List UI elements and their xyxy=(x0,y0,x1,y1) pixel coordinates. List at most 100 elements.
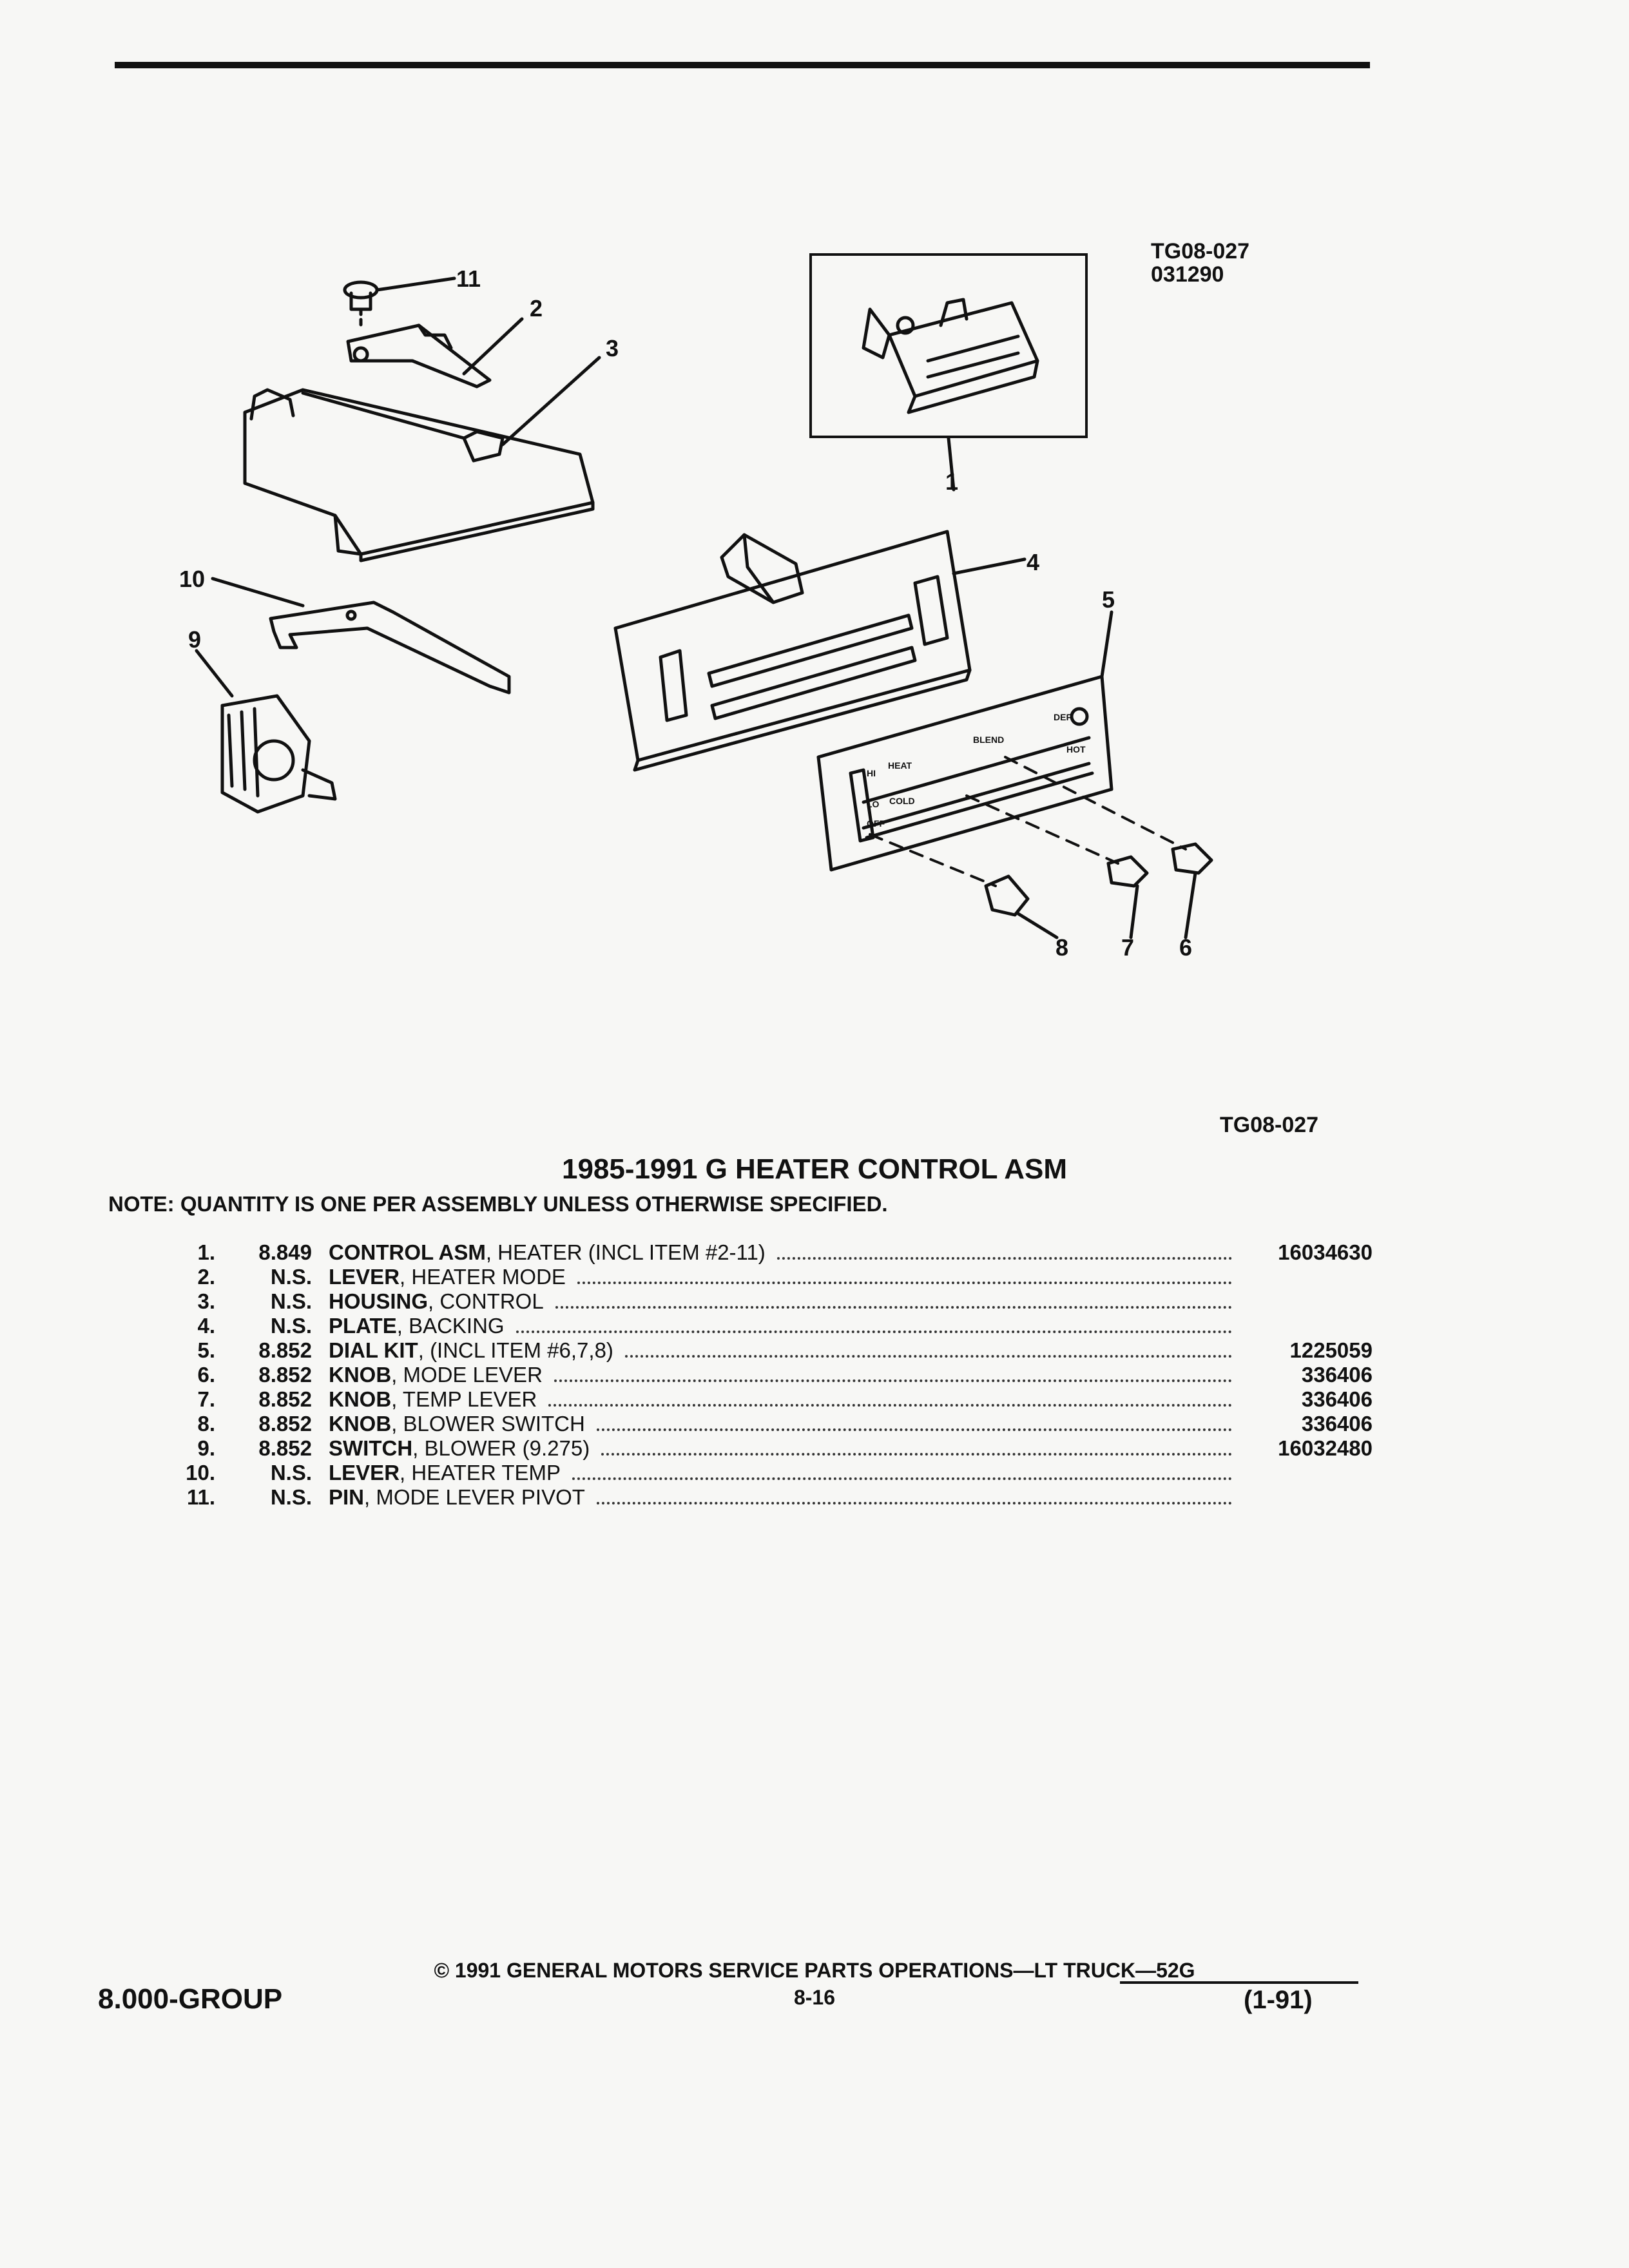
catalog-group: 8.852 xyxy=(258,1387,312,1411)
leader-dots xyxy=(516,1331,1232,1333)
callout-7: 7 xyxy=(1121,934,1135,961)
item-number: 6. xyxy=(197,1363,215,1387)
footer-group: 8.000-GROUP xyxy=(98,1983,283,2015)
parts-row: 4.N.S.PLATE, BACKING xyxy=(161,1314,1373,1338)
leader-2 xyxy=(462,317,524,376)
leader-dots xyxy=(548,1404,1232,1407)
part-name: LEVER xyxy=(329,1461,400,1485)
leader-9 xyxy=(195,649,234,698)
part-description: , BLOWER (9.275) xyxy=(412,1436,590,1460)
catalog-group: N.S. xyxy=(270,1461,312,1485)
item-number: 9. xyxy=(197,1436,215,1460)
exploded-diagram xyxy=(195,276,1213,939)
part-name: DIAL KIT xyxy=(329,1338,418,1362)
part-name: KNOB xyxy=(329,1412,392,1436)
leader-dots xyxy=(596,1502,1232,1504)
part-description: , MODE LEVER xyxy=(391,1363,543,1387)
item-number: 4. xyxy=(197,1314,215,1338)
part-description: , HEATER TEMP xyxy=(400,1461,561,1485)
knob-blower-switch-drawing xyxy=(984,874,1030,917)
catalog-group: 8.849 xyxy=(258,1240,312,1264)
callout-3: 3 xyxy=(606,335,619,361)
footer-date: (1-91) xyxy=(1244,1986,1313,2014)
part-name: SWITCH xyxy=(329,1436,413,1460)
part-number: 336406 xyxy=(1301,1412,1373,1436)
item-number: 7. xyxy=(197,1387,215,1411)
figure-bottom-ref: TG08-027 xyxy=(1220,1113,1319,1137)
dial-label-def: DEF xyxy=(1054,712,1072,722)
quantity-note: NOTE: QUANTITY IS ONE PER ASSEMBLY UNLES… xyxy=(108,1192,888,1216)
footer-copyright: © 1991 GENERAL MOTORS SERVICE PARTS OPER… xyxy=(434,1959,1195,1982)
dial-kit-face-drawing xyxy=(816,675,1113,872)
leader-dots xyxy=(776,1257,1232,1260)
parts-row: 10.N.S.LEVER, HEATER TEMP xyxy=(161,1461,1373,1485)
leader-1 xyxy=(947,436,956,492)
leader-4 xyxy=(952,557,1027,575)
leader-5 xyxy=(1100,610,1113,678)
top-rule xyxy=(115,62,1370,68)
leader-8 xyxy=(1016,912,1059,939)
catalog-group: N.S. xyxy=(270,1265,312,1289)
leader-dots xyxy=(554,1379,1232,1382)
lever-heater-mode-drawing xyxy=(346,323,492,389)
inset-box xyxy=(809,253,1088,438)
callout-6: 6 xyxy=(1179,934,1193,961)
inset-assembly-drawing xyxy=(862,298,1039,414)
figure-ref-block: TG08-027 031290 xyxy=(1151,240,1249,286)
callout-5: 5 xyxy=(1102,586,1115,613)
item-number: 5. xyxy=(197,1338,215,1362)
housing-control-drawing xyxy=(243,388,595,562)
part-description: , (INCL ITEM #6,7,8) xyxy=(418,1338,613,1362)
footer-right-rule xyxy=(1120,1981,1358,1984)
callout-8: 8 xyxy=(1055,934,1069,961)
part-name: KNOB xyxy=(329,1363,392,1387)
part-name: LEVER xyxy=(329,1265,400,1289)
parts-row: 11.N.S.PIN, MODE LEVER PIVOT xyxy=(161,1485,1373,1510)
knob-mode-lever-drawing xyxy=(1171,842,1213,875)
part-description: , HEATER (INCL ITEM #2-11) xyxy=(485,1240,766,1264)
catalog-group: 8.852 xyxy=(258,1338,312,1362)
dial-label-cold: COLD xyxy=(889,796,915,806)
leader-6 xyxy=(1184,871,1197,939)
part-description: , BACKING xyxy=(396,1314,505,1338)
part-number: 1225059 xyxy=(1289,1338,1373,1362)
dial-label-heat: HEAT xyxy=(888,760,912,771)
parts-row: 6. 8.852 KNOB, MODE LEVER 336406 xyxy=(161,1363,1373,1387)
part-description: , MODE LEVER PIVOT xyxy=(364,1485,585,1509)
part-name: HOUSING xyxy=(329,1289,429,1313)
catalog-group: N.S. xyxy=(270,1485,312,1509)
dial-label-hi: HI xyxy=(867,768,876,778)
dial-label-hot: HOT xyxy=(1066,744,1086,754)
catalog-group: 8.852 xyxy=(258,1363,312,1387)
item-number: 8. xyxy=(197,1412,215,1436)
parts-row: 2.N.S.LEVER, HEATER MODE xyxy=(161,1265,1373,1289)
leader-dots xyxy=(577,1282,1232,1284)
leader-dots xyxy=(596,1428,1232,1431)
callout-9: 9 xyxy=(188,626,202,653)
dial-label-off: OFF xyxy=(867,818,885,829)
part-description: , BLOWER SWITCH xyxy=(391,1412,585,1436)
parts-row: 3.N.S.HOUSING, CONTROL xyxy=(161,1289,1373,1314)
parts-row: 8. 8.852 KNOB, BLOWER SWITCH 336406 xyxy=(161,1412,1373,1436)
catalog-group: 8.852 xyxy=(258,1412,312,1436)
pin-mode-lever-drawing xyxy=(343,280,379,331)
part-number: 336406 xyxy=(1301,1387,1373,1411)
knob-temp-lever-drawing xyxy=(1106,855,1149,888)
dial-label-lo: LO xyxy=(867,799,880,809)
leader-7 xyxy=(1129,884,1139,939)
callout-4: 4 xyxy=(1027,549,1040,575)
leader-dots xyxy=(601,1453,1232,1456)
part-number: 16034630 xyxy=(1278,1240,1373,1264)
leader-dots xyxy=(624,1355,1232,1358)
callout-10: 10 xyxy=(179,566,206,592)
figure-ref-date: 031290 xyxy=(1151,262,1224,287)
page-title: 1985-1991 G HEATER CONTROL ASM xyxy=(561,1153,1068,1185)
part-number: 336406 xyxy=(1301,1363,1373,1387)
lever-heater-temp-drawing xyxy=(269,601,511,695)
catalog-group: N.S. xyxy=(270,1314,312,1338)
parts-row: 5. 8.852 DIAL KIT, (INCL ITEM #6,7,8) 12250… xyxy=(161,1338,1373,1363)
blower-switch-drawing xyxy=(220,694,337,814)
part-description: , CONTROL xyxy=(428,1289,544,1313)
